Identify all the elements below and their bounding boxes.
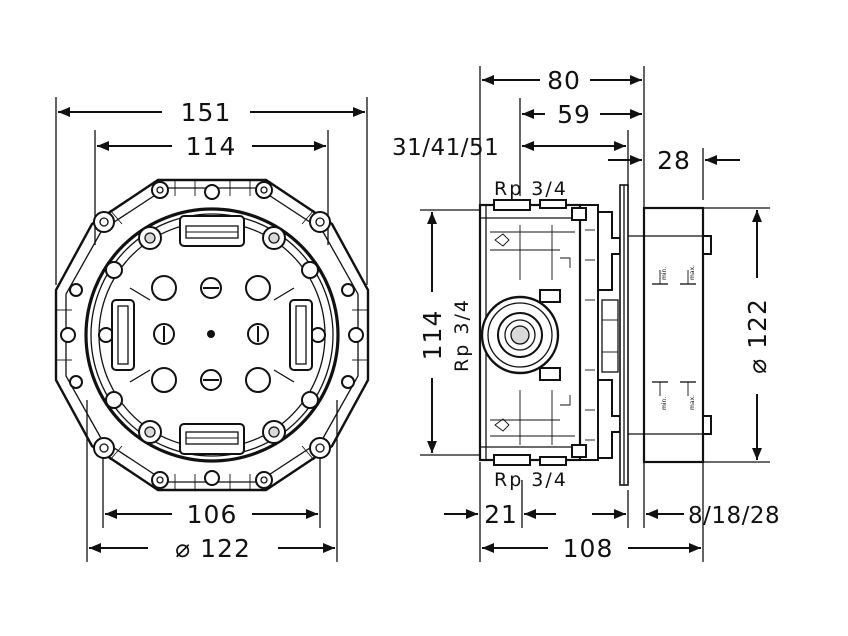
label-min-top: min.	[661, 267, 668, 280]
thread-bottom: Rp 3/4	[494, 469, 568, 491]
dim-59: 59	[557, 100, 591, 129]
inner-holes	[151, 275, 271, 393]
label-max-top: max.	[689, 265, 696, 280]
thread-top: Rp 3/4	[494, 178, 568, 200]
dim-8-18-28: 8/18/28	[688, 503, 780, 529]
label-min-bottom: min.	[661, 397, 668, 410]
dim-114-vertical: 114	[418, 310, 447, 361]
dim-114: 114	[186, 132, 237, 161]
dim-151: 151	[181, 98, 232, 127]
front-view: 151 114	[54, 97, 370, 563]
dim-diameter-122: ⌀ 122	[175, 534, 251, 563]
clips	[111, 215, 313, 455]
dim-80: 80	[547, 66, 581, 95]
ring-bosses	[98, 226, 326, 444]
thread-side: Rp 3/4	[451, 298, 473, 372]
dim-108: 108	[563, 534, 614, 563]
dim-diameter-122-vertical: ⌀ 122	[743, 298, 772, 374]
side-view: 80 59 31/41/51 28 Rp 3/4	[392, 66, 780, 563]
dim-28: 28	[657, 146, 691, 175]
dim-21: 21	[484, 500, 518, 529]
dim-106: 106	[187, 500, 238, 529]
label-max-bottom: max.	[689, 395, 696, 410]
mounting-lugs	[60, 181, 364, 489]
dim-31-41-51: 31/41/51	[392, 135, 499, 161]
